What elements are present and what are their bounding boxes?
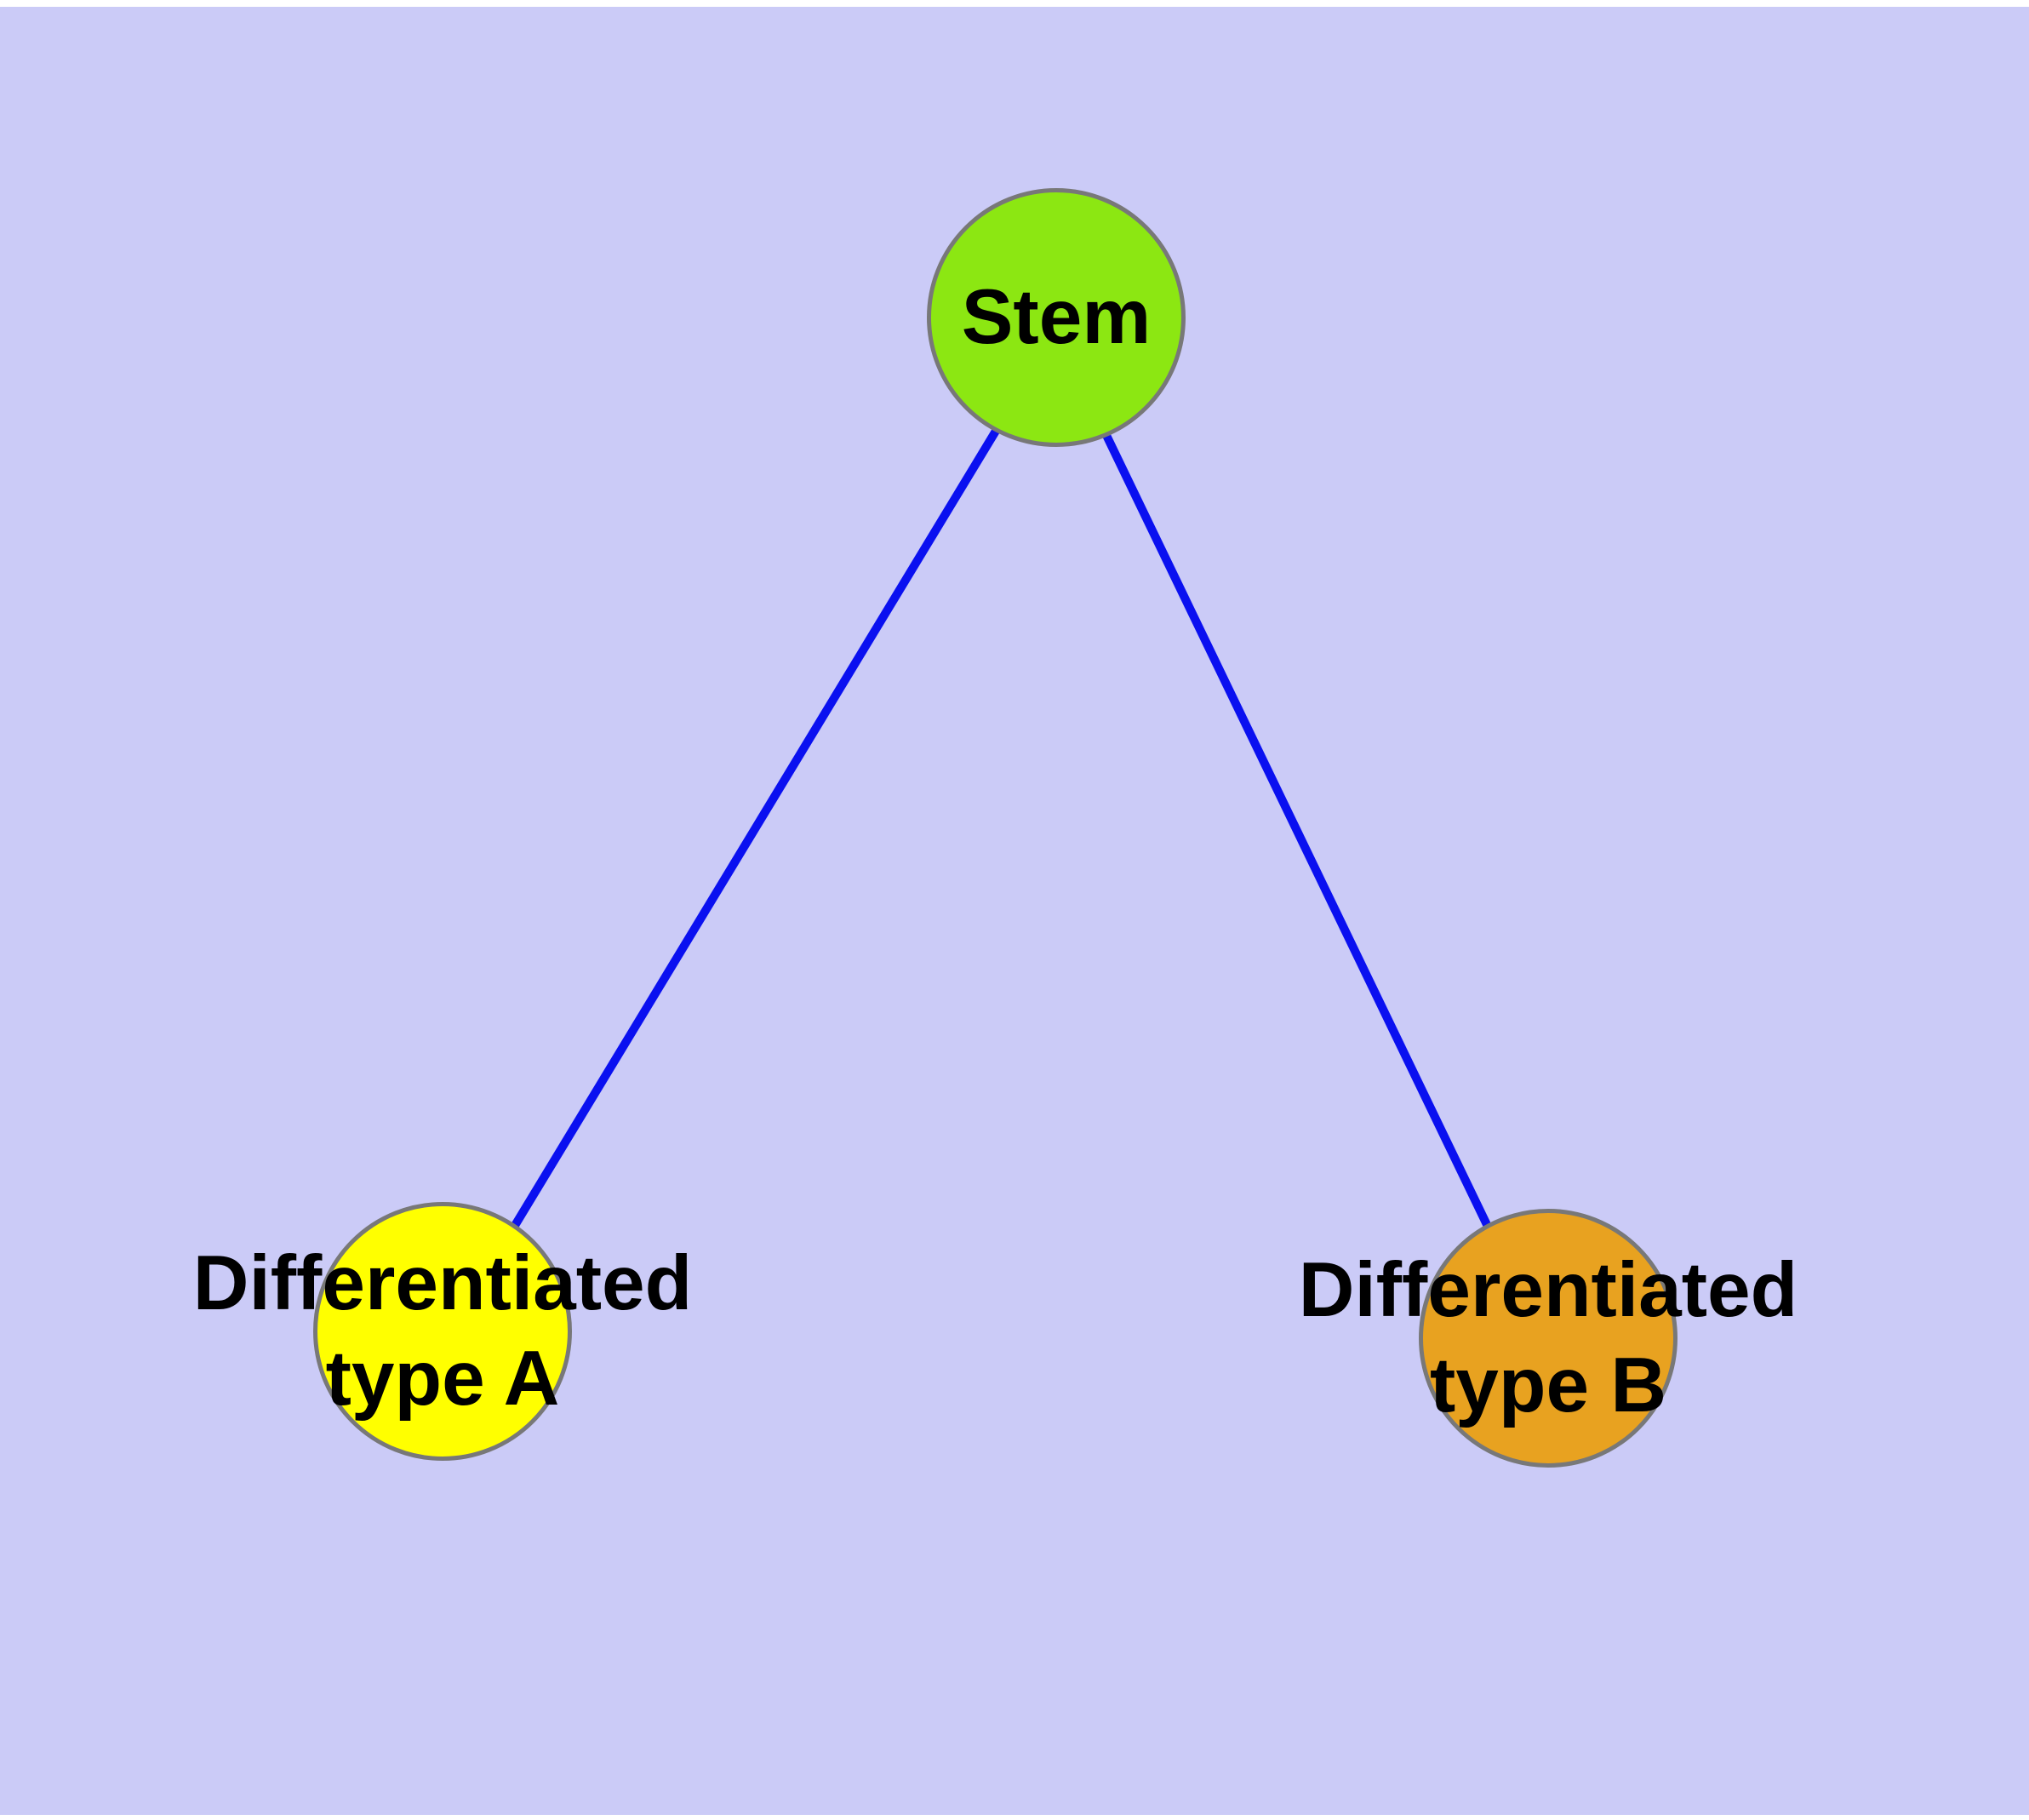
- diagram-background: Stem Differentiated type A Differentiate…: [0, 7, 2029, 1815]
- node-differentiated-type-b: Differentiated type B: [1299, 1209, 1798, 1468]
- edge-stem-to-type-b: [1052, 329, 1552, 1354]
- node-differentiated-type-b-label: Differentiated type B: [1298, 1247, 1798, 1428]
- node-differentiated-type-a: Differentiated type A: [193, 1202, 692, 1461]
- node-differentiated-type-a-label: Differentiated type A: [192, 1240, 693, 1422]
- node-stem: Stem: [927, 188, 1186, 447]
- edges-layer: [438, 329, 1552, 1354]
- edge-stem-to-type-a: [438, 329, 1060, 1348]
- node-stem-label: Stem: [961, 274, 1152, 360]
